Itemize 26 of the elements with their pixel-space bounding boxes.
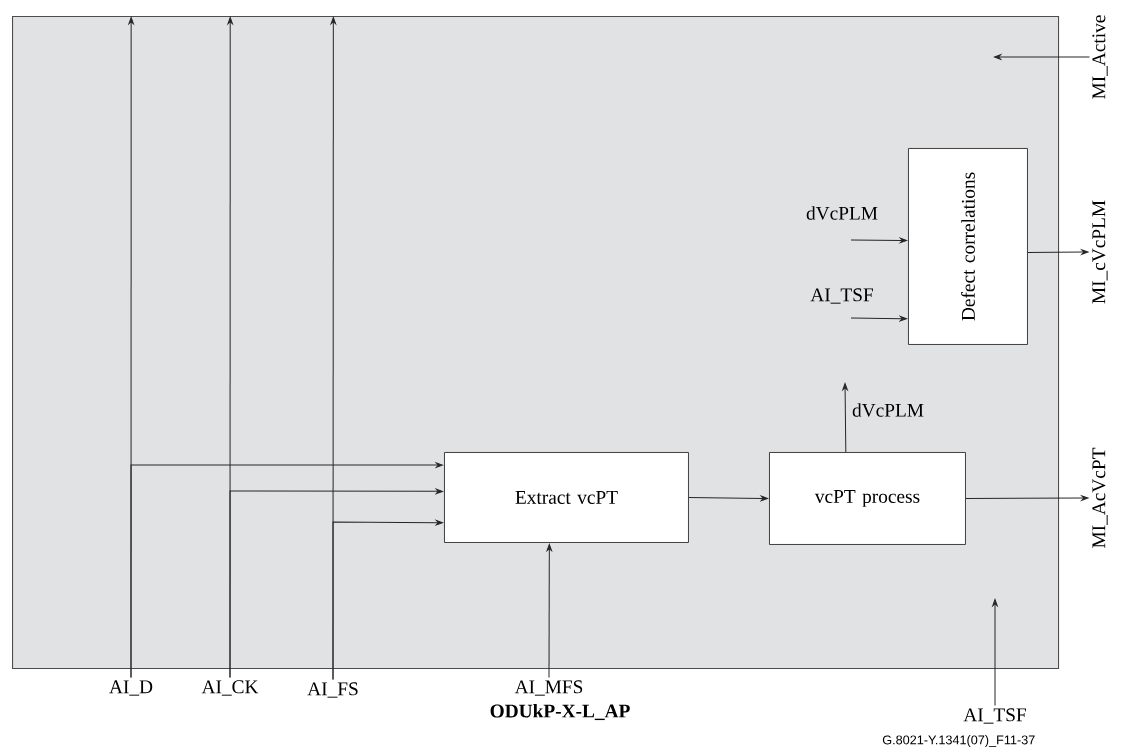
arrow bbox=[332, 520, 443, 680]
arrow bbox=[994, 54, 1090, 60]
signal-label: AI_D bbox=[109, 680, 153, 696]
block-title: ODUkP-X-L_AP bbox=[490, 703, 630, 721]
signal-label: AI_TSF bbox=[963, 708, 1026, 724]
process-box: vcPT process bbox=[769, 452, 966, 545]
signal-label: AI_FS bbox=[307, 682, 358, 698]
arrow bbox=[546, 543, 553, 678]
signal-label: AI_CK bbox=[201, 680, 259, 696]
arrow bbox=[965, 495, 1089, 501]
process-box: Defect correlations bbox=[908, 148, 1028, 345]
arrow bbox=[850, 315, 907, 322]
arrow bbox=[992, 599, 998, 706]
arrow bbox=[688, 495, 768, 502]
arrow bbox=[229, 488, 443, 678]
arrow bbox=[842, 383, 848, 453]
edge-label: AI_TSF bbox=[809, 287, 876, 305]
arrow bbox=[850, 237, 907, 244]
signal-label: MI_Active bbox=[1092, 15, 1108, 99]
arrow bbox=[130, 462, 443, 678]
process-box: Extract vcPT bbox=[444, 452, 689, 543]
signal-label: MI_AcVcPT bbox=[1092, 447, 1108, 548]
signal-label: MI_cVcPLM bbox=[1092, 200, 1108, 304]
arrow bbox=[1027, 249, 1089, 255]
signal-label: AI_MFS bbox=[514, 680, 583, 696]
figure-number: G.8021-Y.1341(07)_F11-37 bbox=[882, 735, 1035, 747]
